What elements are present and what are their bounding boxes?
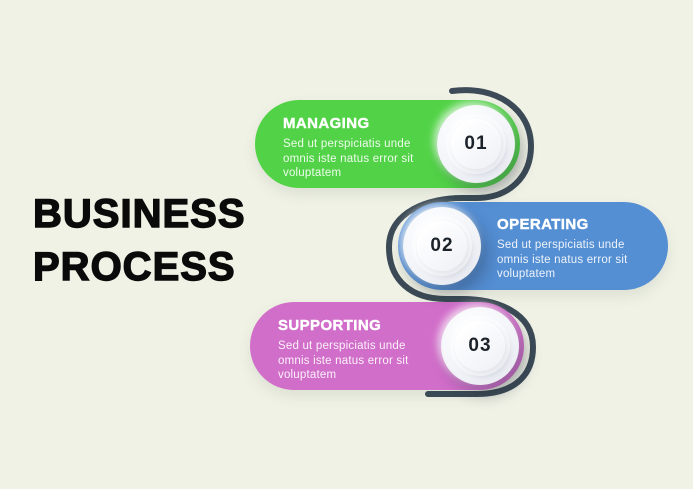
page-title: BUSINESS PROCESS [32, 188, 246, 294]
step-number-disc: 02 [417, 221, 467, 271]
step-description: Sed ut perspiciatis unde omnis iste natu… [497, 239, 628, 280]
step-number-disc: 01 [451, 119, 501, 169]
step-description: Sed ut perspiciatis unde omnis iste natu… [278, 340, 409, 381]
page-title-line2: PROCESS [32, 244, 236, 289]
step-title: OPERATING [497, 216, 589, 233]
step-number-badge-1: 01 [437, 105, 515, 183]
step-number: 03 [468, 335, 492, 356]
step-number-disc: 03 [455, 321, 505, 371]
step-description: Sed ut perspiciatis unde omnis iste natu… [283, 138, 414, 179]
page-title-line1: BUSINESS [32, 191, 246, 236]
step-title: SUPPORTING [278, 317, 382, 334]
step-number-badge-3: 03 [441, 307, 519, 385]
step-title: MANAGING [283, 115, 370, 132]
step-number: 02 [430, 235, 454, 256]
step-number-badge-2: 02 [403, 207, 481, 285]
step-number: 01 [464, 133, 488, 154]
